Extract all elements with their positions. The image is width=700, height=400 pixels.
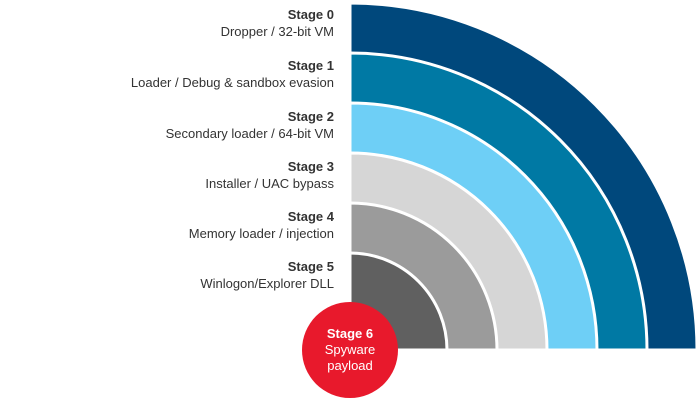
- stage-4-name: Stage 4: [287, 209, 334, 224]
- stage-6-line-1: Spyware: [324, 342, 376, 357]
- stage-6-line-2: payload: [327, 358, 373, 373]
- stage-0-name: Stage 0: [287, 7, 334, 22]
- stage-5-name: Stage 5: [287, 259, 334, 274]
- stage-6-name: Stage 6: [326, 326, 374, 341]
- stage-0-description: Dropper / 32-bit VM: [220, 24, 334, 39]
- stage-0-label: Stage 0 Dropper / 32-bit VM: [221, 7, 334, 40]
- stage-3-description: Installer / UAC bypass: [205, 176, 334, 191]
- stage-1-name: Stage 1: [287, 58, 334, 73]
- stage-2-label: Stage 2 Secondary loader / 64-bit VM: [166, 109, 334, 142]
- stage-3-name: Stage 3: [287, 159, 334, 174]
- stage-5-label: Stage 5 Winlogon/Explorer DLL: [200, 259, 334, 292]
- stage-1-description: Loader / Debug & sandbox evasion: [130, 75, 334, 90]
- stage-4-description: Memory loader / injection: [188, 226, 334, 241]
- stage-4-label: Stage 4 Memory loader / injection: [189, 209, 334, 242]
- stage-6-core-circle: Stage 6 Spyware payload: [302, 302, 398, 398]
- stage-1-label: Stage 1 Loader / Debug & sandbox evasion: [131, 58, 334, 91]
- stage-2-name: Stage 2: [287, 109, 334, 124]
- stage-2-description: Secondary loader / 64-bit VM: [165, 126, 334, 141]
- stage-5-description: Winlogon/Explorer DLL: [200, 276, 334, 291]
- stage-3-label: Stage 3 Installer / UAC bypass: [205, 159, 334, 192]
